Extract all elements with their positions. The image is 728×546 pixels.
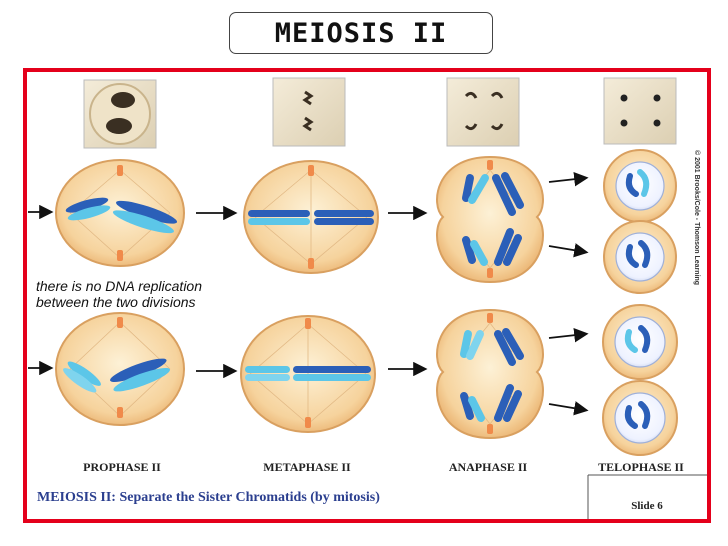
cell-telophase-2 (604, 221, 676, 293)
cell-telophase-1 (604, 150, 676, 222)
copyright-credit: © 2001 Brooks/Cole - Thomson Learning (693, 150, 701, 285)
cell-prophase-top (56, 160, 184, 266)
note-line-1: there is no DNA replication (36, 278, 202, 294)
arrow-anaphase-to-telophase-3 (549, 334, 585, 338)
arrow-anaphase-to-telophase-1 (549, 178, 585, 182)
phase-label-prophase: PROPHASE II (83, 460, 161, 474)
phase-label-telophase: TELOPHASE II (598, 460, 684, 474)
micrograph-telophase (604, 78, 676, 144)
slide-label: Slide 6 (631, 500, 663, 512)
phase-label-metaphase: METAPHASE II (263, 460, 351, 474)
micrograph-metaphase (273, 78, 345, 146)
arrow-anaphase-to-telophase-4 (549, 404, 585, 410)
cell-prophase-bottom (56, 313, 184, 425)
arrow-anaphase-to-telophase-2 (549, 246, 585, 252)
cell-telophase-4 (603, 381, 677, 455)
cell-anaphase-bottom (437, 310, 543, 438)
cell-anaphase-top (437, 157, 543, 282)
micrograph-prophase (84, 80, 156, 148)
cell-metaphase-top (244, 161, 378, 273)
phase-label-anaphase: ANAPHASE II (449, 460, 528, 474)
cell-telophase-3 (603, 305, 677, 379)
slide-box: Slide 6 (588, 475, 707, 519)
micrograph-anaphase (447, 78, 519, 146)
note-line-2: between the two divisions (36, 294, 196, 310)
diagram-caption: MEIOSIS II: Separate the Sister Chromati… (37, 490, 380, 505)
cell-metaphase-bottom (241, 316, 375, 432)
